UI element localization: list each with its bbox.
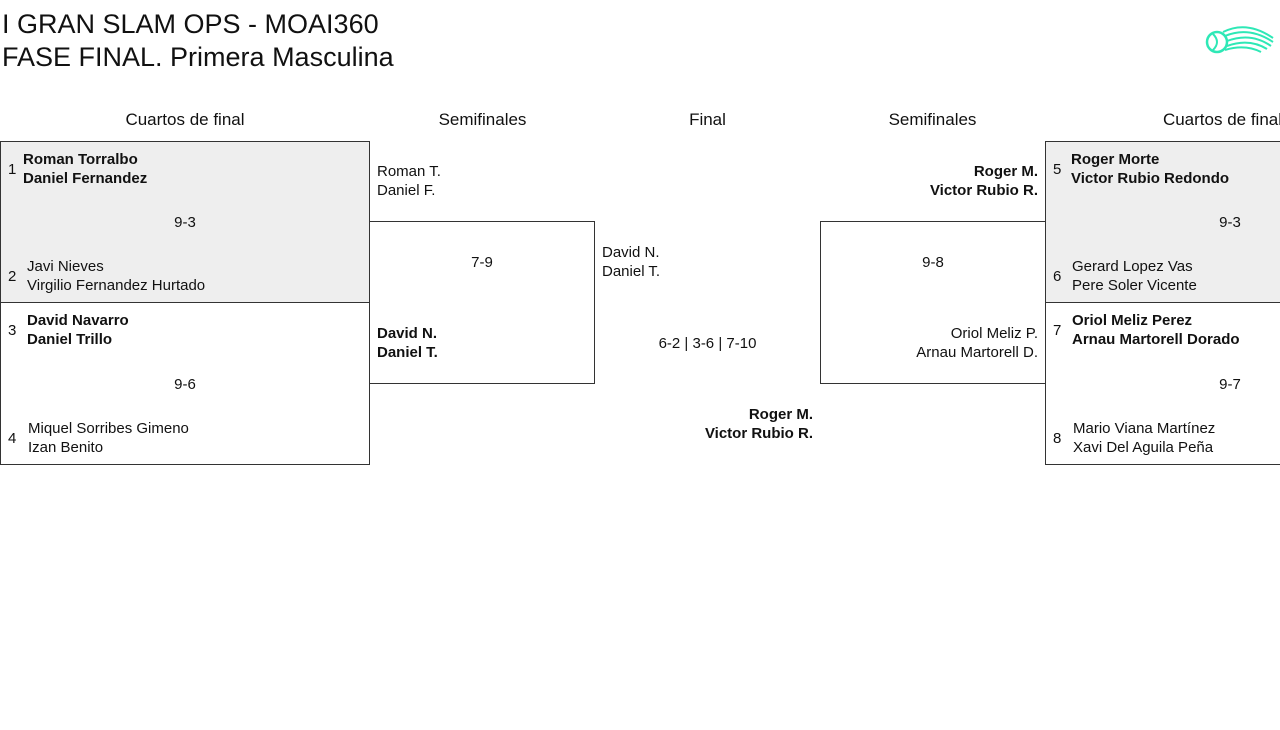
team-bottom: Javi Nieves Virgilio Fernandez Hurtado <box>27 257 205 295</box>
player-name: David Navarro <box>27 312 129 329</box>
player-name: Roman Torralbo <box>23 151 138 168</box>
match-score: 9-6 <box>174 376 196 393</box>
player-name: Victor Rubio R. <box>929 182 1038 199</box>
player-name: Virgilio Fernandez Hurtado <box>27 277 206 294</box>
semifinal-right-team-top: Roger M. Victor Rubio R. <box>820 162 1038 200</box>
column-header-left-semifinals: Semifinales <box>438 110 527 129</box>
team-top: Roger Morte Victor Rubio Redondo <box>1071 150 1229 188</box>
seed-number: 6 <box>1053 268 1062 285</box>
player-name: Oriol Meliz Perez <box>1072 312 1193 329</box>
player-name: Oriol Meliz P. <box>950 325 1038 342</box>
semifinal-right-match: 9-8 Oriol Meliz P. Arnau Martorell D. <box>820 221 1046 384</box>
column-header-right-quarterfinals: Cuartos de final <box>1162 110 1280 129</box>
player-name: Roger Morte <box>1071 151 1160 168</box>
player-name: Daniel T. <box>602 263 661 280</box>
team-top: Oriol Meliz Perez Arnau Martorell Dorado <box>1072 311 1240 349</box>
player-name: Xavi Del Aguila Peña <box>1073 439 1214 456</box>
player-name: Victor Rubio R. <box>704 425 813 442</box>
player-name: Mario Viana Martínez <box>1073 420 1216 437</box>
seed-number: 8 <box>1053 430 1062 447</box>
team-bottom: Mario Viana Martínez Xavi Del Aguila Peñ… <box>1073 419 1215 457</box>
semifinal-left-team-top: Roman T. Daniel F. <box>377 162 441 200</box>
seed-number: 7 <box>1053 322 1062 339</box>
player-name: Pere Soler Vicente <box>1072 277 1197 294</box>
team-top: David Navarro Daniel Trillo <box>27 311 129 349</box>
team-bottom: Gerard Lopez Vas Pere Soler Vicente <box>1072 257 1197 295</box>
player-name: Daniel T. <box>377 344 438 361</box>
seed-number: 4 <box>8 430 17 447</box>
final-match-score: 6-2 | 3-6 | 7-10 <box>658 335 757 352</box>
player-name: Daniel Trillo <box>27 331 113 348</box>
player-name: Izan Benito <box>28 439 104 456</box>
quarterfinal-match-4: 7 Oriol Meliz Perez Arnau Martorell Dora… <box>1045 302 1280 465</box>
player-name: Javi Nieves <box>27 258 104 275</box>
match-score: 9-8 <box>922 254 944 271</box>
player-name: Victor Rubio Redondo <box>1071 170 1230 187</box>
column-header-left-quarterfinals: Cuartos de final <box>125 110 245 129</box>
player-name: Roman T. <box>377 163 441 180</box>
player-name: Arnau Martorell Dorado <box>1072 331 1240 348</box>
match-score: 9-7 <box>1219 376 1241 393</box>
player-name: David N. <box>602 244 660 261</box>
player-name: Arnau Martorell D. <box>916 344 1038 361</box>
title-line-1: I GRAN SLAM OPS - MOAI360 <box>2 9 379 39</box>
player-name: David N. <box>377 325 438 342</box>
seed-number: 2 <box>8 268 17 285</box>
column-header-right-semifinals: Semifinales <box>888 110 977 129</box>
match-score: 9-3 <box>1219 214 1241 231</box>
match-score: 7-9 <box>471 254 493 271</box>
player-name: Miquel Sorribes Gimeno <box>28 420 189 437</box>
seed-number: 5 <box>1053 161 1062 178</box>
quarterfinal-match-3: 5 Roger Morte Victor Rubio Redondo 9-3 6… <box>1045 141 1280 303</box>
semifinal-left-match: 7-9 David N. Daniel T. <box>369 221 595 384</box>
player-name: Roger M. <box>748 406 813 423</box>
team-bottom: Oriol Meliz P. Arnau Martorell D. <box>821 324 1038 362</box>
tennis-ball-logo-icon <box>1205 26 1274 54</box>
seed-number: 3 <box>8 322 17 339</box>
player-name: Roger M. <box>973 163 1038 180</box>
match-score: 9-3 <box>174 214 196 231</box>
player-name: Daniel Fernandez <box>23 170 148 187</box>
team-bottom: Miquel Sorribes Gimeno Izan Benito <box>28 419 189 457</box>
player-name: Daniel F. <box>377 182 436 199</box>
title-line-2: FASE FINAL. Primera Masculina <box>2 42 394 72</box>
quarterfinal-match-1: 1 Roman Torralbo Daniel Fernandez 9-3 2 … <box>0 141 370 303</box>
team-bottom: David N. Daniel T. <box>377 324 438 362</box>
quarterfinal-match-2: 3 David Navarro Daniel Trillo 9-6 4 Miqu… <box>0 302 370 465</box>
page-title: I GRAN SLAM OPS - MOAI360 FASE FINAL. Pr… <box>2 8 394 74</box>
player-name: Gerard Lopez Vas <box>1072 258 1193 275</box>
seed-number: 1 <box>8 161 17 178</box>
column-header-final: Final <box>689 110 726 129</box>
team-top: Roman Torralbo Daniel Fernandez <box>23 150 147 188</box>
final-team-bottom: Roger M. Victor Rubio R. <box>595 405 813 443</box>
final-team-top: David N. Daniel T. <box>602 243 660 281</box>
